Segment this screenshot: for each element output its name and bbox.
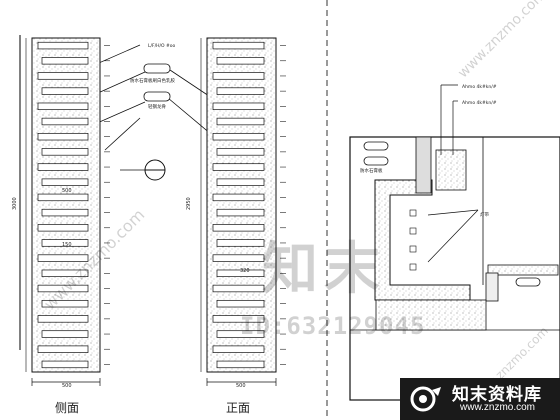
front-panel-slat [216,299,265,308]
side-elevation-title: 侧面 [55,401,79,415]
pill-3 [363,141,389,151]
side-panel-slat [37,315,89,323]
front-panel-slat [212,254,265,262]
dim-mid-inner: 320 [240,268,250,274]
front-elevation-panel [200,37,286,386]
badge-site-name: 知末资料库 [452,385,542,405]
sheet-dividers [19,0,328,420]
pill-1 [143,63,171,74]
side-panel-slat [41,208,89,217]
label-detail-1: Ahmo 4k#kn/# [462,84,497,90]
side-panel-slat [41,57,89,65]
side-panel-slat [37,72,89,80]
label-callout-b: 轻钢龙骨 [148,103,166,110]
label-detail-2: Ahmo 4k#kn/# [462,100,497,106]
site-badge: 知末资料库 www.znzmo.com [400,378,560,420]
front-panel-slat [216,178,265,186]
dim-mid-total: 2950 [186,197,192,210]
label-callout-top: L/F/H/O #oo [148,43,176,49]
front-panel-slat [212,224,265,232]
dim-left-inner-2: 150 [62,242,72,248]
front-panel-slat [212,102,265,111]
pill-5 [515,277,541,287]
side-panel-slat [41,299,89,308]
dim-left-total: 3000 [12,197,18,210]
side-panel-slat [41,87,89,95]
dim-mid-width: 500 [236,383,246,389]
label-detail-4: 防水石膏板 [360,167,383,174]
dim-left-width: 500 [62,383,72,389]
side-elevation-panel [25,37,110,386]
tie-left-4 [104,117,141,151]
watermark-cn-large: 知末 [262,237,386,302]
side-panel-slat [41,117,89,126]
front-panel-slat [212,315,265,323]
section-circle-marker [144,159,166,181]
detail-leader [427,209,479,216]
front-panel-slat [212,193,265,202]
pill-2 [143,91,171,102]
callout-pills [143,63,541,287]
side-panel-slat [37,102,89,111]
front-panel-slat [212,345,265,353]
front-panel-slat [216,360,265,369]
watermark-id: ID:632129045 [240,312,426,340]
front-panel-slat [216,330,265,338]
side-panel-slat [37,254,89,262]
front-elevation-title: 正面 [226,401,250,415]
znzmo-logo-icon [410,386,441,412]
badge-site-url: www.znzmo.com [460,402,536,413]
detail-ledge [487,264,559,276]
side-panel-slat [41,239,89,247]
side-panel-slat [37,163,89,171]
detail-leader [427,209,479,263]
drawing-labels: L/F/H/O #oo 防水石膏板刷白色乳胶 轻钢龙骨 Ahmo 4k#kn/#… [12,43,497,415]
dim-left-inner-1: 500 [62,188,72,194]
front-panel-slat [212,163,265,171]
detail-fastener [409,227,417,235]
detail-block [435,149,467,191]
detail-wall-section [374,179,471,301]
side-panel-slat [41,269,89,278]
front-panel-slat [216,239,265,247]
front-panel-slat [216,117,265,126]
front-panel-slat [212,72,265,80]
label-callout-a: 防水石膏板刷白色乳胶 [130,77,175,84]
detail-fastener [409,263,417,271]
detail-trim [485,272,499,302]
detail-fastener [409,245,417,253]
side-panel-slat [41,330,89,338]
side-panel-slat [37,132,89,141]
side-panel-slat [41,148,89,156]
front-panel-slat [212,132,265,141]
front-panel-slat [216,148,265,156]
side-panel-slat [37,284,89,293]
front-panel-slat [212,284,265,293]
side-panel-slat [37,41,89,50]
side-panel-slat [41,360,89,369]
side-panel-slat [37,345,89,353]
front-panel-slat [216,269,265,278]
label-detail-3: 灯带 [480,211,489,218]
detail-post [415,136,432,194]
front-panel-slat [212,41,265,50]
front-panel-slat [216,87,265,95]
section-detail [349,84,560,401]
front-panel-slat [216,57,265,65]
front-panel-slat [216,208,265,217]
side-panel-slat [41,178,89,186]
side-panel-slat [37,193,89,202]
detail-fastener [409,209,417,217]
side-panel-slat [37,224,89,232]
pill-4 [363,156,389,166]
detail-floor-slab [375,299,487,331]
